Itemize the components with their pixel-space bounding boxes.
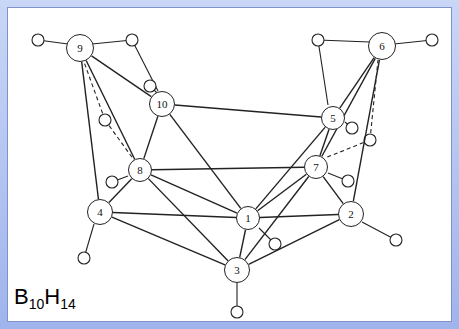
formula-label: B10H14 (14, 284, 76, 312)
boron-atom: 4 (87, 199, 113, 225)
bond-line (152, 167, 304, 170)
bond-line (249, 220, 340, 265)
bond-line (353, 60, 379, 201)
atom-number: 4 (97, 207, 103, 218)
bond-line (322, 58, 376, 156)
boron-atom: 2 (338, 201, 364, 227)
boron-atom: 9 (66, 34, 94, 62)
bond-line (82, 62, 99, 199)
boron-atom: 7 (304, 155, 328, 179)
bond-line (151, 175, 237, 213)
bond-line (112, 217, 225, 265)
boron-atom: 6 (368, 32, 396, 60)
bond-line (113, 213, 236, 218)
bond-line (175, 105, 321, 117)
boron-atom: 10 (149, 91, 175, 117)
atom-number: 1 (245, 213, 251, 224)
atom-number: 3 (234, 265, 240, 276)
bond-line (144, 116, 158, 158)
bond-line (86, 61, 135, 160)
bond-line (240, 230, 246, 258)
atom-number: 6 (379, 41, 385, 52)
atom-number: 5 (330, 113, 336, 124)
boron-atom: 5 (321, 106, 345, 130)
atom-number: 7 (313, 162, 319, 173)
bond-line (258, 174, 307, 211)
atom-number: 9 (77, 43, 83, 54)
bond-line (170, 114, 241, 208)
boron-atom: 1 (236, 206, 260, 230)
bond-line (256, 127, 325, 209)
atom-number: 2 (348, 209, 354, 220)
bond-line (260, 215, 338, 218)
boron-atom: 8 (128, 158, 152, 182)
bond-line (323, 177, 343, 204)
bond-line (340, 58, 374, 109)
boron-atom: 3 (224, 257, 250, 283)
bond-line (109, 179, 132, 203)
atom-number: 8 (137, 165, 143, 176)
atom-number: 10 (157, 99, 168, 110)
